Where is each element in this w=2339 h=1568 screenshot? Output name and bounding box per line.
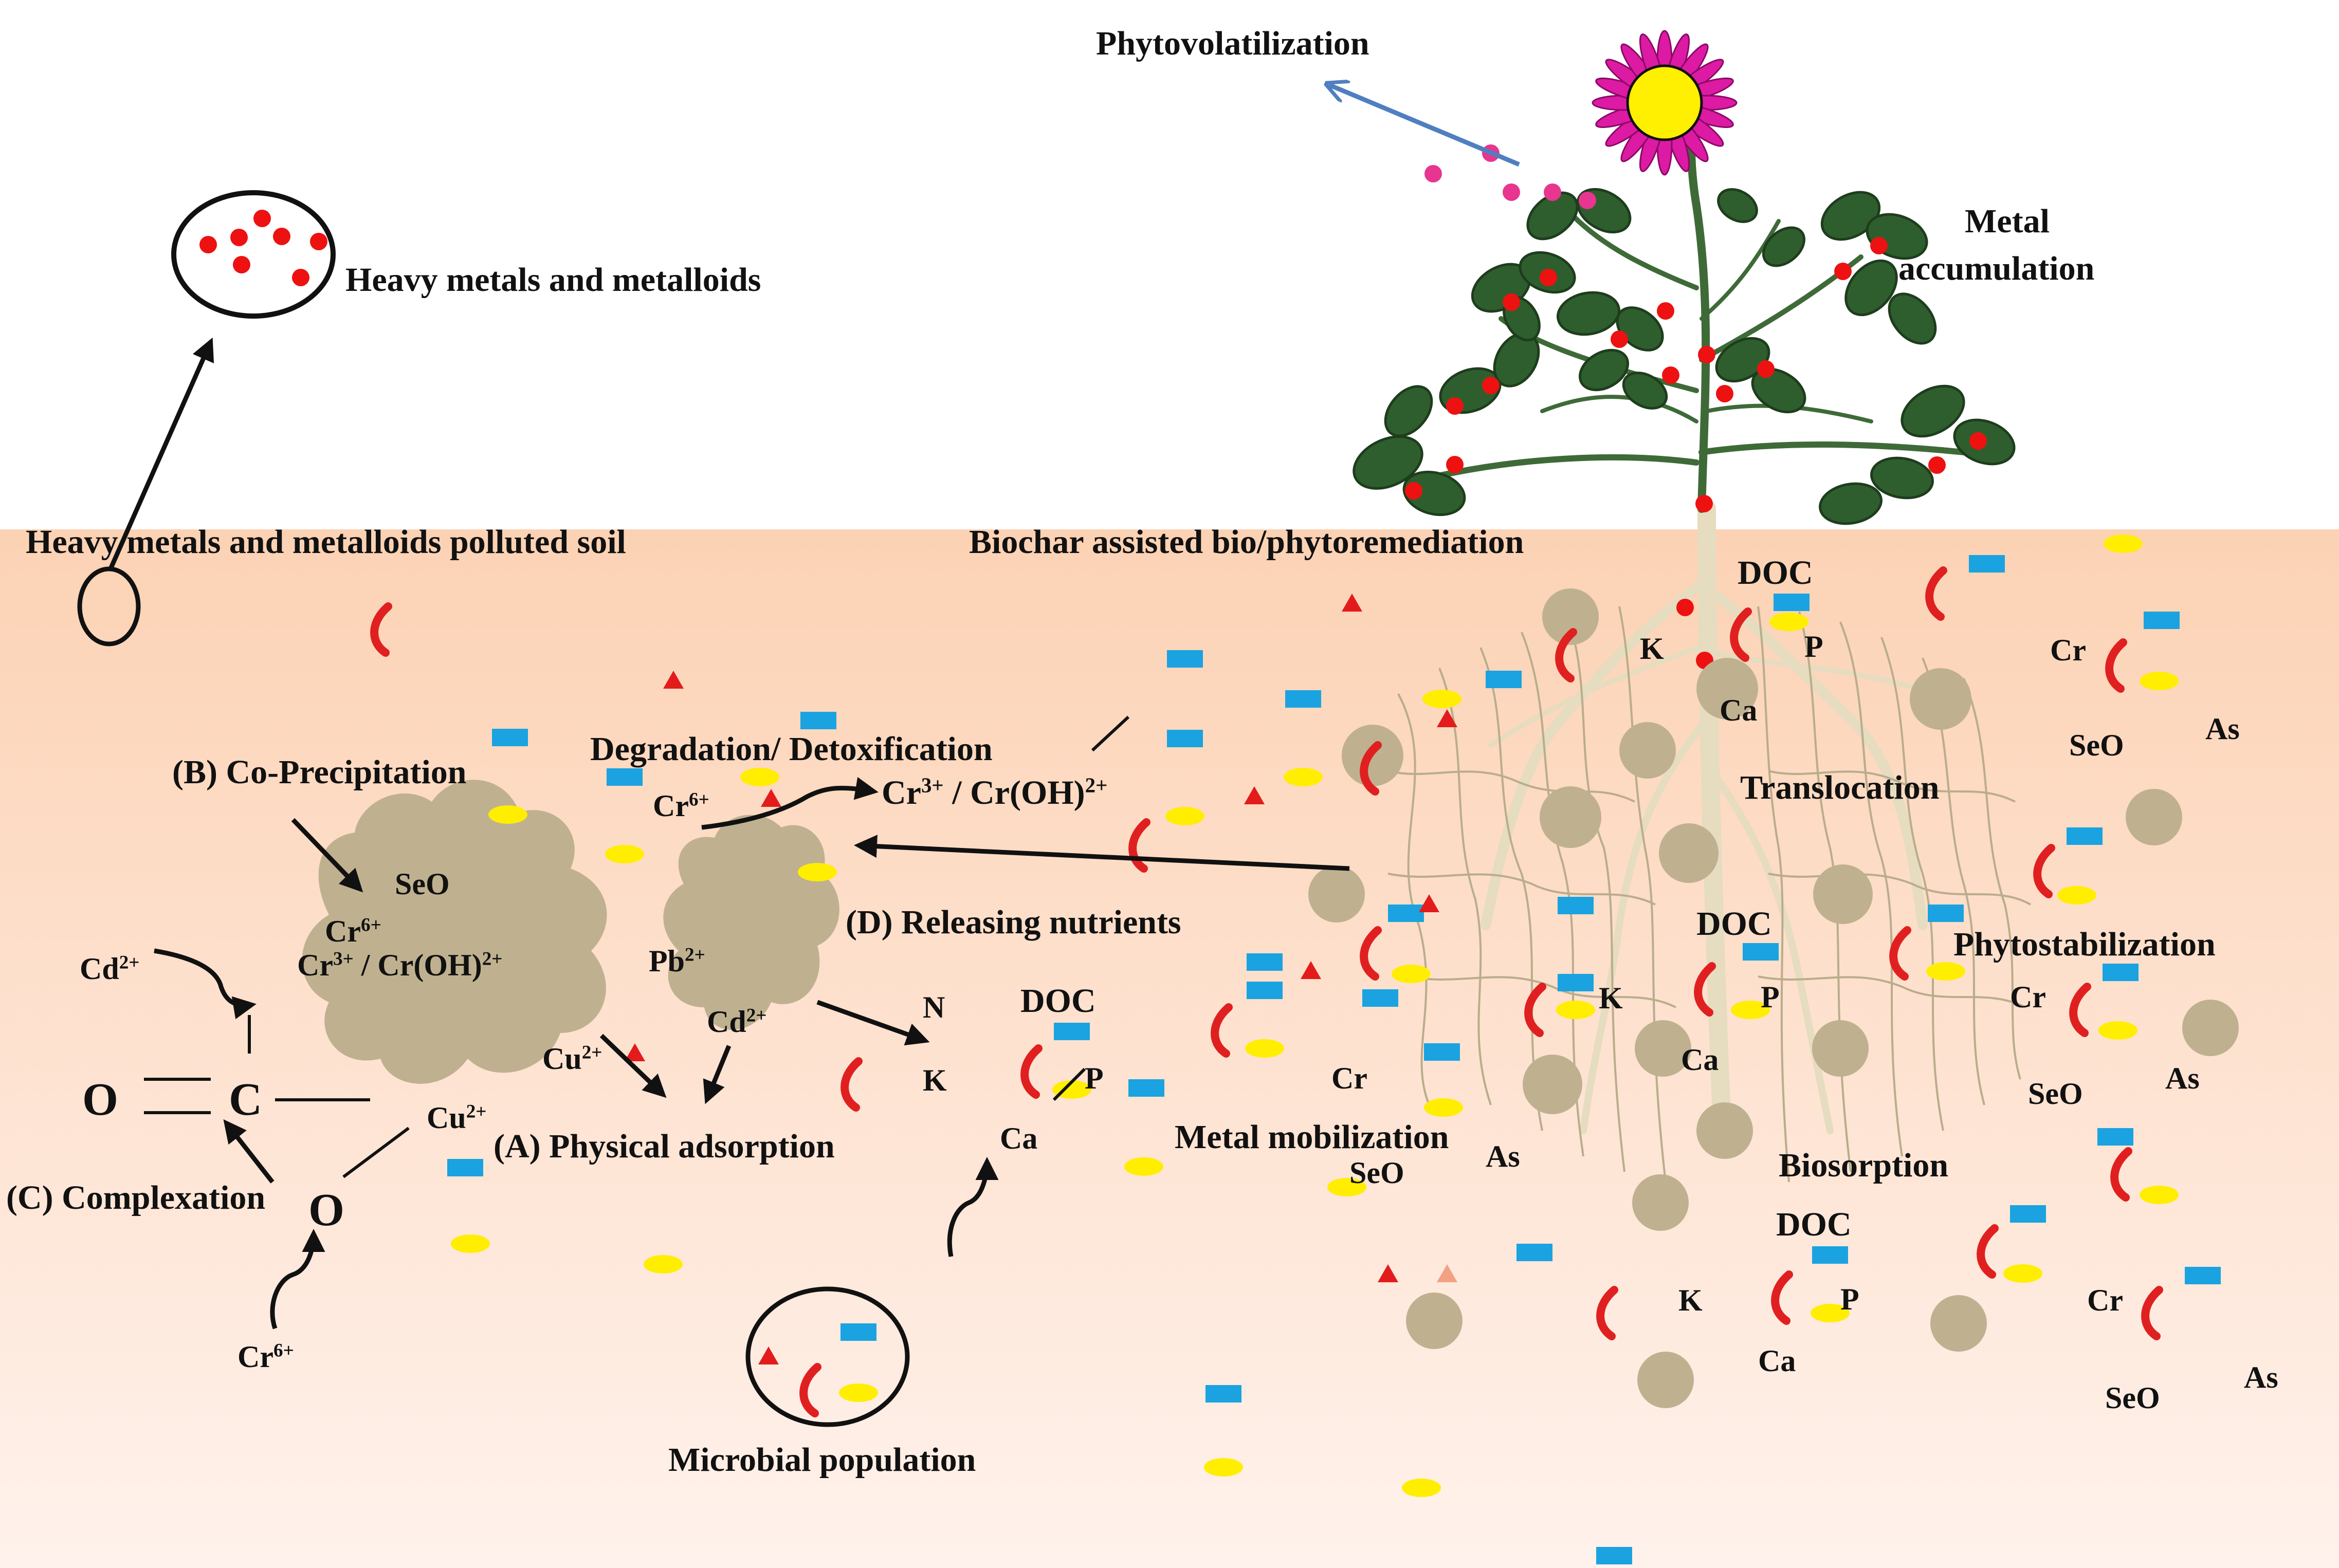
- degradation-label: Degradation/ Detoxification: [590, 730, 993, 768]
- doc-label-4: DOC: [1776, 1206, 1852, 1243]
- root-hairs: [1387, 606, 2031, 1183]
- yellow-particles: [451, 534, 2179, 1497]
- seo-label-r2: SeO: [2028, 1077, 2083, 1111]
- oxygen-left-label: O: [82, 1074, 119, 1125]
- p-label-1: P: [1085, 1061, 1104, 1095]
- cu-complex-label: Cu2+: [427, 1101, 487, 1135]
- cr-label-r1: Cr: [2050, 633, 2086, 667]
- seo-label: SeO: [395, 867, 450, 901]
- cr-label-r3: Cr: [2087, 1283, 2123, 1317]
- seo-label-r1: SeO: [2069, 728, 2124, 762]
- metal-accumulation-label-line1: Metal: [1965, 202, 2050, 240]
- seo-label-mid: SeO: [1349, 1156, 1404, 1190]
- releasing-nutrients-label: (D) Releasing nutrients: [846, 903, 1181, 941]
- red-triangles: [625, 594, 1457, 1364]
- physical-adsorption-label: (A) Physical adsorption: [494, 1128, 835, 1165]
- flower: [1592, 30, 1738, 176]
- cd-label: Cd2+: [707, 1005, 767, 1039]
- doc-label-2: DOC: [1738, 554, 1813, 592]
- as-label-r3: As: [2244, 1360, 2278, 1394]
- pb-label: Pb2+: [649, 944, 705, 978]
- p-label-4: P: [1840, 1282, 1859, 1316]
- ca-label-3: Ca: [1681, 1043, 1719, 1077]
- cu-label: Cu2+: [542, 1042, 602, 1076]
- p-label-2: P: [1804, 630, 1823, 663]
- n-label: N: [923, 990, 945, 1024]
- biosorption-label: Biosorption: [1779, 1147, 1949, 1184]
- ca-label-1: Ca: [1000, 1121, 1038, 1155]
- metal-mobilization-label: Metal mobilization: [1175, 1118, 1449, 1156]
- ca-label-2: Ca: [1720, 693, 1758, 727]
- cr6-lower-label: Cr6+: [237, 1340, 294, 1374]
- plant-leaves: [1353, 188, 2016, 525]
- volatilization-dots: [1424, 144, 1596, 209]
- cd-complex-label: Cd2+: [80, 952, 140, 986]
- co-precipitation-label: (B) Co-Precipitation: [172, 753, 467, 791]
- cr-label-mid: Cr: [1331, 1061, 1367, 1095]
- as-label-mid: As: [1486, 1139, 1520, 1173]
- blue-particles: [447, 555, 2221, 1564]
- phytostabilization-label: Phytostabilization: [1953, 926, 2216, 963]
- translocation-label: Translocation: [1740, 769, 1940, 806]
- carbon-label: C: [229, 1074, 262, 1125]
- doc-label-3: DOC: [1696, 905, 1772, 943]
- k-label-1: K: [923, 1063, 947, 1097]
- cr-label-r2: Cr: [2010, 980, 2046, 1014]
- orange-triangle: [1437, 1264, 1457, 1282]
- plant-stem: [1426, 140, 1967, 513]
- cr6-detox-label: Cr6+: [653, 789, 709, 823]
- process-arrows: [154, 777, 1350, 1330]
- as-label-r2: As: [2165, 1061, 2200, 1095]
- accumulated-metal-dots: [1405, 237, 1987, 669]
- oxygen-lower-label: O: [308, 1185, 345, 1235]
- cr3-detox-label: Cr3+ / Cr(OH)2+: [882, 773, 1108, 811]
- as-label-r1: As: [2205, 712, 2240, 746]
- microbial-population-circle: [745, 1286, 910, 1427]
- p-label-3: P: [1761, 980, 1780, 1014]
- ca-label-4: Ca: [1758, 1344, 1796, 1378]
- doc-label-1: DOC: [1020, 982, 1096, 1020]
- k-label-2: K: [1640, 632, 1664, 666]
- cr3-label: Cr3+ / Cr(OH)2+: [297, 948, 503, 982]
- polluted-soil-label: Heavy metals and metalloids polluted soi…: [26, 523, 626, 561]
- heavy-metals-label: Heavy metals and metalloids: [345, 261, 761, 299]
- complexation-label: (C) Complexation: [6, 1179, 266, 1216]
- heavy-metals-bubble: [171, 190, 336, 319]
- microbial-population-label: Microbial population: [668, 1441, 976, 1479]
- soil-sample-circle: [77, 566, 141, 647]
- k-label-3: K: [1599, 981, 1623, 1015]
- microbe-crescents: [370, 566, 2163, 1417]
- seo-label-r3: SeO: [2105, 1381, 2160, 1415]
- heavy-metal-dots: [199, 210, 327, 286]
- cr6-label: Cr6+: [325, 914, 381, 948]
- arrow-to-heavy-metals: [108, 337, 214, 570]
- metal-accumulation-label-line2: accumulation: [1898, 250, 2095, 287]
- biochar-particles: [302, 588, 2239, 1408]
- phytovolatilization-label: Phytovolatilization: [1096, 25, 1369, 62]
- k-label-4: K: [1678, 1283, 1703, 1317]
- bond-lines: [144, 715, 1130, 1178]
- phytovolatilization-arrow: [1329, 85, 1520, 167]
- biochar-assisted-label: Biochar assisted bio/phytoremediation: [969, 523, 1524, 561]
